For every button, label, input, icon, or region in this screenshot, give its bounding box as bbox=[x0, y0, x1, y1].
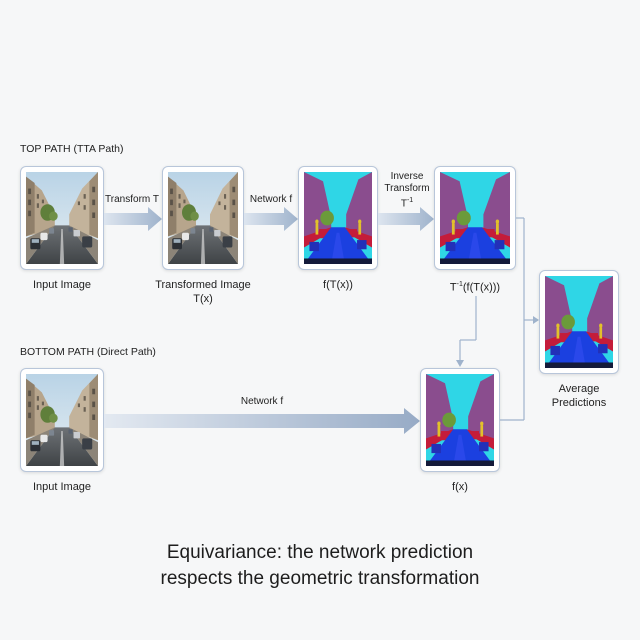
bottom-input-image bbox=[20, 368, 104, 472]
inverse-label-line1: Inverse bbox=[390, 171, 424, 182]
inverse-label-line3: T-1 bbox=[372, 195, 442, 210]
fx-caption: f(x) bbox=[452, 481, 468, 493]
transformed-image bbox=[162, 166, 244, 270]
top-input-image bbox=[20, 166, 104, 270]
top-path-title: TOP PATH (TTA Path) bbox=[20, 143, 124, 155]
inverse-transform-arrow bbox=[378, 207, 434, 231]
network-arrow-bottom bbox=[104, 408, 420, 434]
average-caption-line1: Average bbox=[558, 383, 600, 395]
inverse-caption: T-1(f(T(x))) bbox=[420, 278, 530, 295]
footer-line2: respects the geometric transformation bbox=[160, 568, 480, 589]
inverse-label-line2: Transform bbox=[384, 183, 430, 194]
inverse-caption-T: T bbox=[449, 281, 457, 294]
inverse-transform-label: Inverse Transform T-1 bbox=[372, 171, 442, 210]
connector-arrowhead-average bbox=[533, 316, 539, 324]
bottom-path-title: BOTTOM PATH (Direct Path) bbox=[20, 346, 156, 358]
ftx-segmentation bbox=[298, 166, 378, 270]
ftx-caption: f(T(x)) bbox=[323, 279, 353, 291]
segmentation-map-average bbox=[545, 276, 613, 368]
transformed-caption: Transformed Image T(x) bbox=[138, 278, 268, 306]
transform-label: Transform T bbox=[105, 194, 159, 205]
inverse-caption-sup: -1 bbox=[456, 281, 463, 288]
inverse-segmentation bbox=[434, 166, 516, 270]
inverse-label-T: T bbox=[400, 198, 407, 210]
inverse-label-sup: -1 bbox=[406, 197, 414, 204]
average-caption-line2: Predictions bbox=[551, 397, 607, 409]
network-label-bottom: Network f bbox=[240, 396, 284, 407]
network-label-top: Network f bbox=[249, 194, 293, 205]
average-segmentation bbox=[539, 270, 619, 374]
average-caption: Average Predictions bbox=[530, 382, 628, 410]
network-arrow-top bbox=[244, 207, 298, 231]
fx-segmentation bbox=[420, 368, 500, 472]
bottom-input-caption: Input Image bbox=[32, 481, 92, 493]
inverse-caption-rest: (f(T(x))) bbox=[462, 281, 501, 294]
transform-arrow bbox=[104, 207, 162, 231]
transformed-caption-line1: Transformed Image bbox=[155, 279, 251, 291]
top-input-caption: Input Image bbox=[32, 279, 92, 291]
footer-caption: Equivariance: the network prediction res… bbox=[0, 540, 640, 592]
transformed-caption-line2: T(x) bbox=[193, 293, 213, 305]
connector-arrowhead-fx bbox=[456, 360, 464, 367]
footer-line1: Equivariance: the network prediction bbox=[166, 542, 474, 563]
